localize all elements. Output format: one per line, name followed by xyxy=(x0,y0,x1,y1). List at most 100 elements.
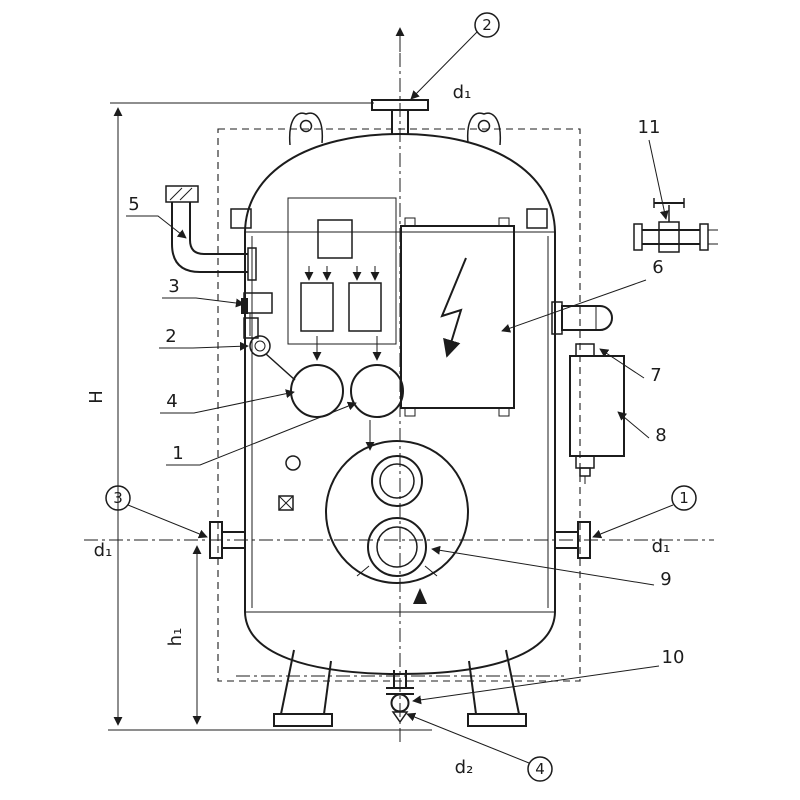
part-label-3: 3 xyxy=(168,276,179,297)
panel-pad-top-right xyxy=(498,217,510,227)
balloon-4-label: 4 xyxy=(535,760,545,778)
shoulder-stub-right xyxy=(526,208,548,229)
right-fittings xyxy=(551,301,625,484)
part-label-7: 7 xyxy=(650,365,661,386)
elbow-cap-hatch-2 xyxy=(179,187,193,201)
balloon-1-leader xyxy=(592,504,674,539)
contactor-right xyxy=(348,282,382,332)
leg-left-inner xyxy=(323,660,332,715)
terminal-box xyxy=(317,219,353,259)
fitting-to-pump-pipe xyxy=(265,353,296,381)
dim-h1-label: h₁ xyxy=(165,628,186,647)
jacket-phantom-rect xyxy=(217,128,581,682)
starter-panel-box xyxy=(287,197,397,345)
gauge-body xyxy=(569,355,625,457)
fitting-block xyxy=(243,292,273,314)
balloon-4-leader xyxy=(406,712,530,764)
gauge-drain-stub xyxy=(579,467,591,477)
elbow-flange xyxy=(247,247,257,281)
leader-7 xyxy=(599,348,645,379)
pump-motors xyxy=(290,364,404,418)
fitting-small-block xyxy=(243,317,259,339)
balloon-3-label: 3 xyxy=(113,489,123,507)
balloon-2-leader xyxy=(410,31,478,100)
elbow-cap-hatch-1 xyxy=(169,187,183,201)
left-nozzle-flange xyxy=(209,521,223,559)
leader-8 xyxy=(617,411,650,439)
lower-glass-tick-right xyxy=(424,565,438,577)
starter-panel xyxy=(287,197,397,451)
panel-pad-bottom-left xyxy=(404,407,416,417)
dimensions: H h₁ d₁ d₁ d₁ d₂ xyxy=(86,82,670,778)
inlet-elbow xyxy=(165,185,257,281)
leg-right-inner xyxy=(468,660,477,715)
lug-right xyxy=(466,112,502,146)
dim-H-label: H xyxy=(86,390,107,404)
lower-glass-outer xyxy=(367,517,427,577)
sight-fitting-inner xyxy=(254,340,266,352)
leader-11 xyxy=(648,139,669,220)
valve-flange-left xyxy=(633,223,643,251)
balloon-1-circle xyxy=(671,485,697,511)
part-label-5: 5 xyxy=(128,194,139,215)
gauge-top-connector xyxy=(575,343,595,357)
nozzle6-body xyxy=(561,305,613,331)
lifting-lugs xyxy=(288,112,502,146)
balloon-2-circle xyxy=(474,12,500,38)
lug-left xyxy=(288,112,324,146)
dim-d1-right-label: d₁ xyxy=(652,536,671,557)
part-label-8: 8 xyxy=(655,425,666,446)
valve-flange-right xyxy=(699,223,709,251)
manhole-outer-circle xyxy=(325,440,469,584)
part-label-10: 10 xyxy=(662,647,685,668)
phantom-outline xyxy=(217,128,581,682)
side-nozzles xyxy=(209,521,591,559)
fitting-flange-bar xyxy=(241,298,248,314)
top-nozzle-flange xyxy=(371,99,429,111)
upper-glass-outer xyxy=(371,455,423,507)
balloon-callouts: 2 3 1 4 xyxy=(105,12,697,782)
balloon-2-label: 2 xyxy=(482,16,492,34)
balloon-3-leader xyxy=(127,504,208,539)
part-label-4: 4 xyxy=(166,391,177,412)
drain-assembly xyxy=(386,670,414,724)
leader-4 xyxy=(160,389,295,414)
dim-d1-left-label: d₁ xyxy=(94,540,113,561)
part-label-2: 2 xyxy=(165,326,176,347)
leg-left-outer xyxy=(280,649,295,715)
drain-plug-square xyxy=(278,495,294,511)
elbow-cap xyxy=(165,185,199,203)
contactor-left xyxy=(300,282,334,332)
part-label-11: 11 xyxy=(638,117,661,138)
support-legs xyxy=(273,649,527,727)
leg-right-outer xyxy=(505,649,520,715)
balloon-4-circle xyxy=(527,756,553,782)
lug-left-hole xyxy=(299,119,313,133)
vessel-shell xyxy=(230,132,556,676)
part-label-9: 9 xyxy=(660,569,671,590)
small-port-circle xyxy=(285,455,301,471)
elbow-outer xyxy=(171,202,248,273)
electric-panel-box xyxy=(400,225,515,409)
lightning-bolt-icon xyxy=(440,257,467,358)
lower-glass-tick-left xyxy=(356,565,370,577)
leg-right-foot xyxy=(467,713,527,727)
pump-right xyxy=(350,364,404,418)
lug-right-hole xyxy=(477,119,491,133)
drain-outlet-tip xyxy=(391,711,409,724)
elbow-inner xyxy=(189,202,248,255)
balloon-1-label: 1 xyxy=(679,489,689,507)
left-fittings xyxy=(241,292,296,381)
dim-d1-top-label: d₁ xyxy=(453,82,472,103)
part-label-1: 1 xyxy=(172,443,183,464)
electric-panel xyxy=(400,217,515,417)
balloon-3-circle xyxy=(105,485,131,511)
leader-10 xyxy=(412,665,660,705)
panel-pad-bottom-right xyxy=(498,407,510,417)
hand-valve xyxy=(633,198,718,253)
top-head xyxy=(244,132,556,233)
leader-5 xyxy=(126,215,187,239)
bottom-head xyxy=(244,611,556,676)
flow-direction-arrow xyxy=(413,588,427,604)
